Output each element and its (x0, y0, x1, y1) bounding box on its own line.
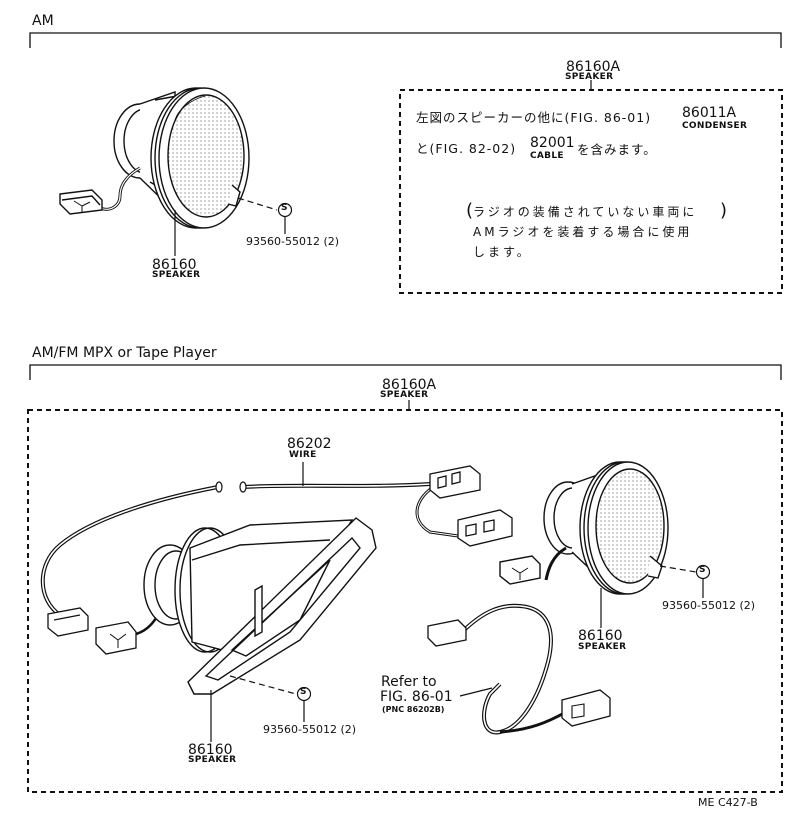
am-speaker-drawing (59, 87, 250, 229)
amfm-wire-connectors (47, 465, 513, 655)
am-screw-symbol: S (281, 203, 288, 213)
am-kit-part-number: 86160A (566, 59, 621, 75)
am-section-title: AM (32, 13, 54, 29)
am-screw-leader (237, 197, 278, 211)
amfm-right-screw-leader (659, 565, 697, 573)
amfm-wire-part-name: WIRE (289, 450, 317, 460)
am-note-open-paren: ( (466, 200, 474, 221)
am-screw-part-number: 93560-55012 (2) (246, 235, 340, 248)
amfm-section-title: AM/FM MPX or Tape Player (32, 345, 217, 361)
amfm-left-screw-symbol: S (300, 687, 307, 697)
amfm-right-screw-symbol: S (699, 565, 706, 575)
am-section-bracket (29, 32, 782, 48)
refer-figure-link[interactable]: FIG. 86-01 (380, 689, 453, 705)
am-speaker-part-name: SPEAKER (152, 270, 201, 280)
am-note-line1-part-name: CONDENSER (682, 121, 748, 131)
am-note-line2-suffix: を含みます。 (577, 142, 657, 157)
amfm-left-screw-part-number: 93560-55012 (2) (263, 723, 357, 736)
am-note-line2-part-name: CABLE (530, 151, 564, 161)
amfm-kit-dashed-box (27, 409, 783, 793)
amfm-left-screw-symbol-circle (296, 686, 312, 702)
refer-to-label: Refer to (381, 674, 437, 690)
am-screw-symbol-circle (277, 202, 293, 218)
amfm-right-speaker-drawing (499, 461, 669, 595)
am-note-line1-part: 86011A (682, 105, 737, 121)
amfm-right-screw-symbol-circle (695, 564, 711, 580)
refer-harness-drawing (427, 603, 611, 735)
amfm-left-screw-leader (229, 675, 297, 695)
am-note-line1-prefix: 左図のスピーカーの他に(FIG. 86-01) (416, 110, 652, 125)
am-kit-dashed-box (399, 89, 783, 294)
am-note-line2-part: 82001 (530, 135, 575, 151)
refer-pnc-code: (PNC 86202B) (382, 705, 445, 714)
am-kit-part-name: SPEAKER (565, 72, 614, 82)
amfm-kit-part-number: 86160A (382, 377, 437, 393)
amfm-left-speaker-drawing (143, 517, 377, 695)
footer-figure-code: ME C427-B (698, 796, 758, 809)
amfm-kit-part-name: SPEAKER (380, 390, 429, 400)
am-note-line2-prefix: と(FIG. 82-02) (416, 141, 517, 156)
am-note-close-paren: ) (720, 200, 728, 221)
amfm-left-speaker-part-name: SPEAKER (188, 755, 237, 765)
am-speaker-part-number: 86160 (152, 257, 197, 273)
am-note-paren-line3: します。 (473, 245, 532, 259)
am-note-paren-line2: AMラジオを装着する場合に使用 (473, 225, 693, 239)
amfm-right-speaker-part-name: SPEAKER (578, 642, 627, 652)
am-note-paren-line1: ラジオの装備されていない車両に (473, 205, 698, 219)
amfm-section-bracket (29, 364, 782, 380)
amfm-wire-part-number: 86202 (287, 436, 332, 452)
amfm-wire-drawing (40, 481, 459, 617)
amfm-right-screw-part-number: 93560-55012 (2) (662, 599, 756, 612)
amfm-right-speaker-part-number: 86160 (578, 628, 623, 644)
amfm-left-speaker-part-number: 86160 (188, 742, 233, 758)
